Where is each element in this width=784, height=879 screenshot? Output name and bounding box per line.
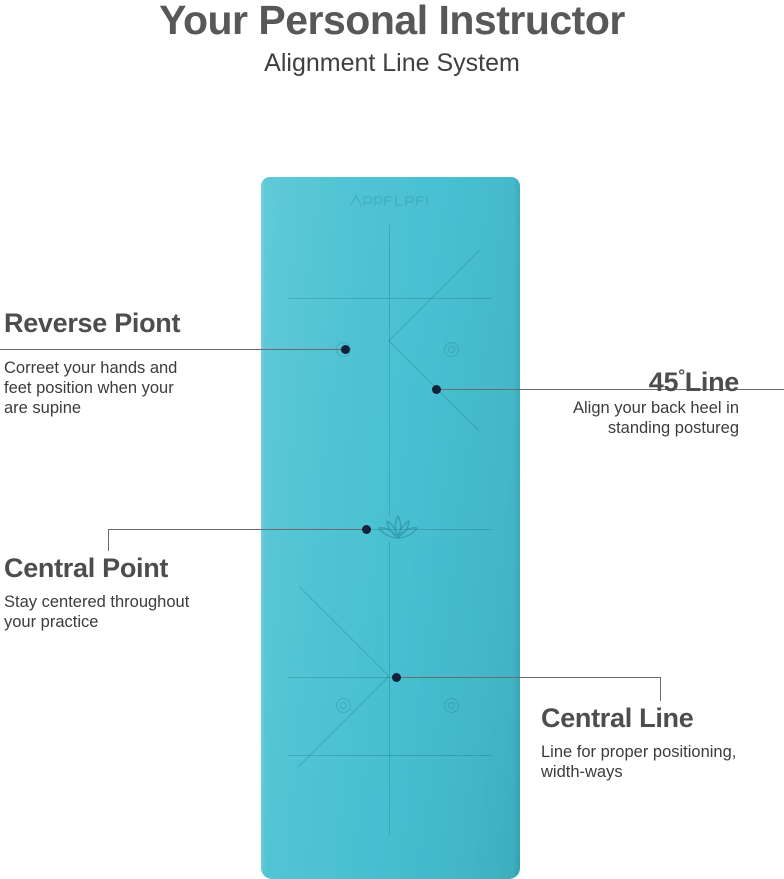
mat-alignment-marker-lower-left (336, 698, 351, 713)
callout-body-central-line: Line for proper positioning, width-ways (541, 742, 736, 782)
callout-body-reverse-point: Correet your hands and feet position whe… (4, 358, 304, 418)
page-title: Your Personal Instructor (159, 0, 625, 43)
callout-title-reverse-point: Reverse Piont (4, 308, 181, 338)
mat-45-diagonal-upper-left (389, 249, 481, 341)
mat-right-shadow (513, 177, 520, 879)
mat-cross-line-center (288, 529, 491, 530)
callout-body-line-2: standing postureg (607, 419, 739, 437)
leader-dot-central-line (392, 673, 401, 682)
callout-body-45-line: Align your back heel in standing posture… (573, 398, 739, 438)
yoga-mat (261, 177, 520, 879)
callout-body-line-2: your practice (4, 613, 99, 631)
callout-title-45-value: 45 (648, 367, 679, 397)
mat-center-line-lower (389, 542, 390, 835)
brand-logo-icon (350, 194, 428, 206)
callout-central-point: Central Point (4, 553, 168, 584)
callout-title-45-line: 45°Line (648, 366, 740, 398)
mat-alignment-marker-upper-right (444, 342, 459, 357)
callout-title-central-point: Central Point (4, 553, 169, 583)
leader-line-central-line-vertical (660, 677, 661, 701)
leader-dot-45-line (432, 385, 441, 394)
leader-line-central-point-vertical (108, 529, 109, 551)
mat-alignment-marker-lower-right (444, 698, 459, 713)
leader-line-central-line-horizontal (400, 677, 660, 678)
mat-45-diagonal-lower-left (298, 585, 390, 677)
callout-central-line: Central Line (541, 703, 694, 734)
mat-cross-line-lower (288, 677, 491, 678)
leader-line-reverse-point (0, 349, 345, 350)
callout-body-line-1: Correet your hands and (4, 359, 178, 377)
callout-title-central-line: Central Line (541, 703, 694, 733)
leader-dot-reverse-point (341, 345, 350, 354)
callout-body-line-1: Line for proper positioning, (541, 743, 737, 761)
leader-line-central-point-horizontal (108, 529, 366, 530)
callout-body-line-1: Align your back heel in (572, 399, 739, 417)
callout-body-line-3: are supine (4, 399, 82, 417)
callout-body-line-1: Stay centered throughout (4, 593, 190, 611)
leader-line-45-line (440, 389, 784, 390)
page-subtitle: Alignment Line System (264, 49, 520, 77)
leader-dot-central-point (362, 525, 371, 534)
callout-45-line: 45°Line (648, 366, 740, 398)
mat-cross-line-bottom (288, 755, 491, 756)
callout-reverse-point: Reverse Piont (4, 308, 180, 339)
callout-body-central-point: Stay centered throughout your practice (4, 592, 189, 632)
degree-symbol-icon: ° (678, 366, 685, 385)
callout-body-line-2: width-ways (541, 763, 623, 781)
mat-cross-line-upper (288, 298, 491, 299)
callout-body-line-2: feet position when your (4, 379, 174, 397)
mat-left-highlight (261, 177, 265, 879)
lotus-flower-icon (378, 515, 418, 539)
callout-title-45-suffix: Line (684, 367, 740, 397)
mat-center-line-upper (389, 225, 390, 516)
mat-45-diagonal-lower-right (297, 676, 389, 768)
